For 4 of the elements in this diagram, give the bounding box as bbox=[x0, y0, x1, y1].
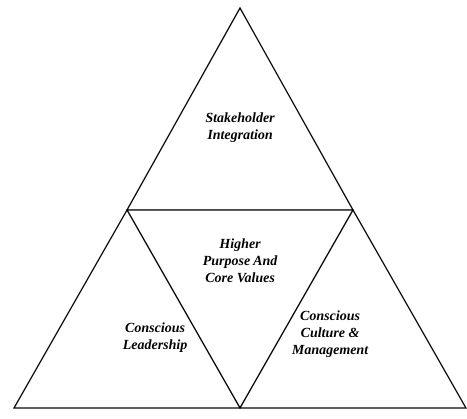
triangle-label: Conscious Culture & Management bbox=[290, 308, 370, 359]
triangle-label: Conscious Leadership bbox=[122, 320, 188, 354]
triangle-label: Stakeholder Integration bbox=[204, 110, 276, 144]
triangle-label: Higher Purpose And Core Values bbox=[202, 236, 278, 287]
